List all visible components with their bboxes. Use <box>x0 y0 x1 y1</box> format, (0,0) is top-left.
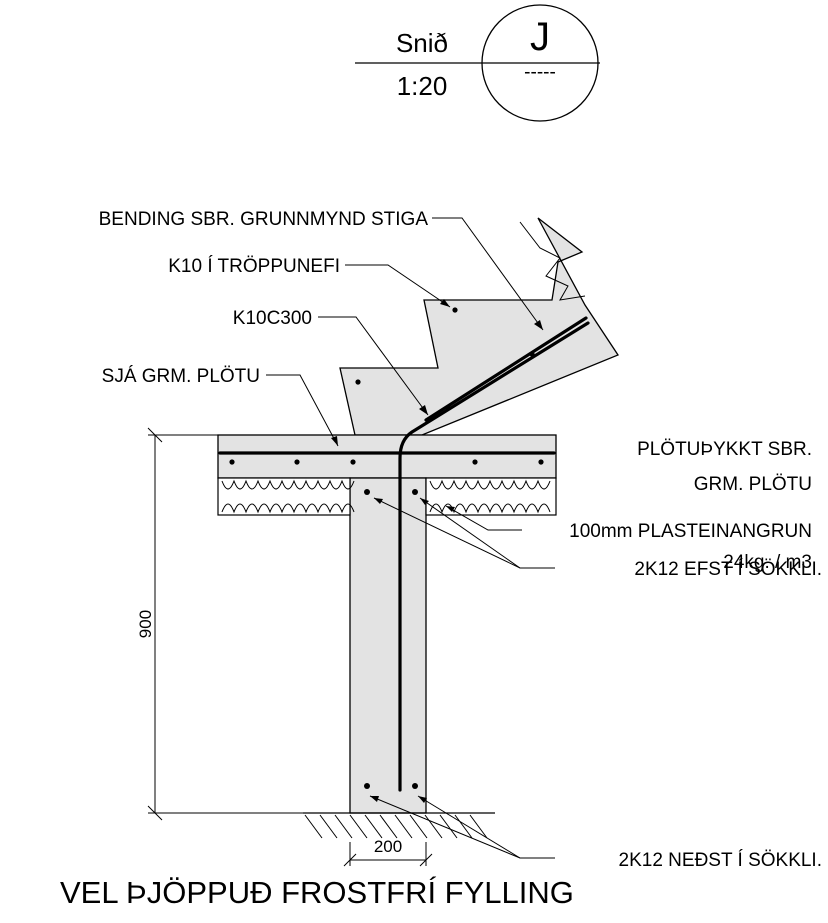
stair-concrete <box>339 217 619 436</box>
sheet-reference: ----- <box>524 62 556 83</box>
insulation-note-line1: 100mm PLASTEINANGRUN <box>569 521 812 542</box>
k10-nose-note: K10 Í TRÖPPUNEFI <box>168 256 340 277</box>
top-bars-note: 2K12 EFST Í SÖKKLI. <box>634 559 822 580</box>
bending-note: BENDING SBR. GRUNNMYND STIGA <box>99 209 429 230</box>
k10c300-note: K10C300 <box>233 308 312 329</box>
section-letter: J <box>530 15 550 59</box>
width-dimension: 200 <box>343 837 433 867</box>
bottom-bars-note: 2K12 NEÐST Í SÖKKLI. <box>619 850 822 871</box>
insulation-note-line2: 24kg. / m3 <box>723 552 812 573</box>
title-block: Snið 1:20 J ----- <box>355 4 600 122</box>
insulation-right <box>425 477 557 516</box>
rebar-dots <box>229 307 544 789</box>
width-dimension-label: 200 <box>374 837 402 856</box>
wall-stair-rebar <box>398 321 590 792</box>
stair-rebar <box>424 316 588 422</box>
insulation-left <box>217 477 355 516</box>
foundation-wall <box>349 477 427 814</box>
plotu-note-line2: GRM. PLÖTU <box>694 474 812 495</box>
section-marker-circle <box>481 4 599 122</box>
height-dimension: 900 <box>136 427 350 821</box>
fill-note: VEL ÞJÖPPUÐ FROSTFRÍ FYLLING <box>60 875 574 910</box>
height-dimension-label: 900 <box>136 610 155 638</box>
stair-break-line <box>519 221 586 301</box>
section-label: Snið <box>396 28 448 58</box>
leaders <box>266 217 555 859</box>
scale-label: 1:20 <box>397 71 448 101</box>
floor-slab <box>217 434 557 479</box>
sja-grm-note: SJÁ GRM. PLÖTU <box>102 366 260 387</box>
plotu-note-line1: PLÖTUÞYKKT SBR. <box>637 439 812 460</box>
